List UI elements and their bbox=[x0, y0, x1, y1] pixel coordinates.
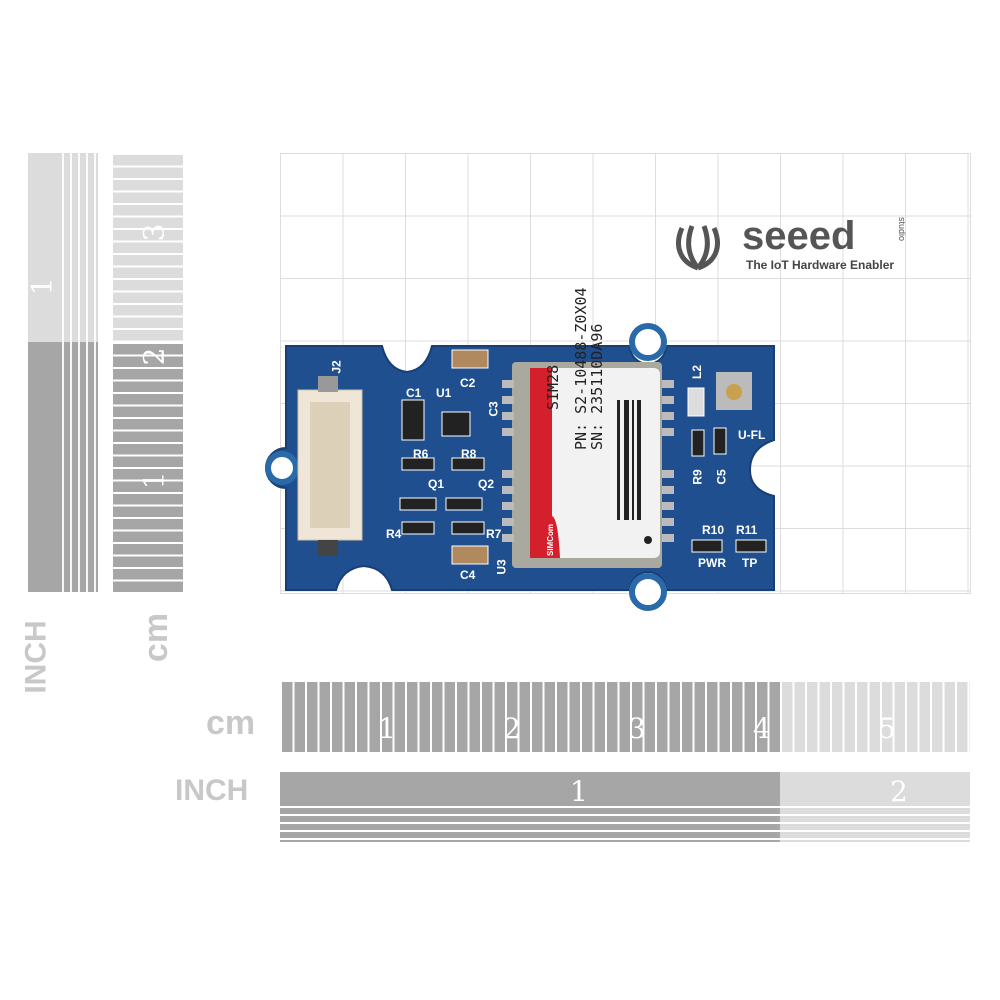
seeed-logo-icon bbox=[676, 225, 720, 271]
silkscreen-label: R8 bbox=[461, 447, 477, 461]
module-sn: SN: 235110DA96 bbox=[588, 323, 606, 450]
horizontal-cm-ruler-light bbox=[780, 682, 970, 752]
silkscreen-label: C1 bbox=[406, 386, 422, 400]
horizontal-inch-label: INCH bbox=[175, 774, 249, 807]
silkscreen-label: Q2 bbox=[478, 477, 495, 491]
silkscreen-label: R4 bbox=[386, 527, 402, 541]
vertical-inch-number: 1 bbox=[25, 277, 59, 296]
gps-module-board bbox=[265, 323, 775, 611]
simcom-logo: SIMCom bbox=[546, 524, 555, 556]
silkscreen-label: J2 bbox=[329, 360, 344, 374]
horizontal-cm-number-4: 4 bbox=[753, 712, 771, 745]
silkscreen-label: Q1 bbox=[428, 477, 445, 491]
horizontal-cm-label: cm bbox=[206, 704, 256, 742]
silkscreen-label: C3 bbox=[486, 401, 501, 417]
vertical-cm-ruler-dark bbox=[113, 342, 183, 592]
silkscreen-label: PWR bbox=[698, 556, 726, 570]
silkscreen-label: TP bbox=[742, 556, 758, 570]
horizontal-inch-number-1: 1 bbox=[570, 775, 588, 808]
module-label: SIM28 PN: S2-10488-Z0X04 SN: 235110DA96 bbox=[544, 270, 606, 450]
silkscreen-label: U3 bbox=[494, 559, 509, 575]
vertical-cm-number-1: 1 bbox=[137, 471, 171, 490]
silkscreen-label: R10 bbox=[702, 523, 725, 537]
vertical-inch-label: INCH bbox=[19, 620, 53, 694]
silkscreen-label: U-FL bbox=[738, 428, 766, 442]
silkscreen-label: C2 bbox=[460, 376, 476, 390]
horizontal-cm-number-5: 5 bbox=[878, 712, 896, 745]
vertical-cm-ruler-light bbox=[113, 153, 183, 342]
silkscreen-label: L2 bbox=[690, 364, 705, 380]
module-name: SIM28 bbox=[544, 364, 562, 410]
silkscreen-label: R9 bbox=[690, 469, 705, 485]
horizontal-cm-ruler-dark bbox=[280, 682, 780, 752]
module-pn: PN: S2-10488-Z0X04 bbox=[572, 287, 590, 450]
logo-sub: studio bbox=[897, 216, 908, 242]
silkscreen-label: R11 bbox=[736, 523, 758, 537]
logo-tagline: The IoT Hardware Enabler bbox=[746, 258, 895, 272]
horizontal-cm-number-2: 2 bbox=[503, 712, 521, 745]
inch-ruler-stripes-h bbox=[280, 806, 970, 842]
vertical-cm-number-3: 3 bbox=[137, 223, 171, 242]
inch-ruler-stripes bbox=[62, 153, 98, 592]
silkscreen-label: R7 bbox=[486, 527, 502, 541]
silkscreen-label: C4 bbox=[460, 568, 476, 582]
silkscreen-label: C5 bbox=[714, 469, 729, 485]
vertical-cm-number-2: 2 bbox=[137, 347, 171, 366]
silkscreen-label: R6 bbox=[413, 447, 429, 461]
logo-brand: seeed bbox=[742, 214, 856, 258]
horizontal-inch-number-2: 2 bbox=[890, 775, 908, 808]
horizontal-cm-number-1: 1 bbox=[378, 712, 396, 745]
silkscreen-label: U1 bbox=[436, 386, 452, 400]
vertical-cm-label: cm bbox=[137, 612, 176, 663]
seeed-logo: seeed studio The IoT Hardware Enabler bbox=[668, 214, 928, 278]
horizontal-cm-number-3: 3 bbox=[628, 712, 646, 745]
